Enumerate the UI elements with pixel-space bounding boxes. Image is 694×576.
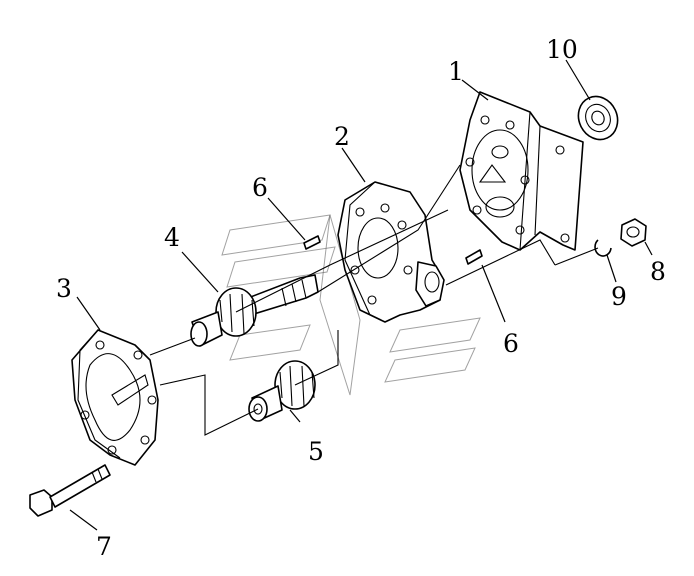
callout-6-lower: 6 [503,329,519,358]
callout-3: 3 [56,274,72,303]
leader-lines [69,59,653,531]
part-drive-gear [190,274,319,347]
part-dowel-pin-lower [465,249,483,265]
part-dowel-pin-upper [303,235,321,250]
assembly-guide-lines [149,164,599,436]
callout-10: 10 [546,35,578,64]
part-front-cover [71,329,159,466]
callout-labels: 1 2 3 4 5 6 6 7 8 9 10 [56,35,666,561]
callout-6-upper: 6 [252,173,268,202]
callout-1: 1 [448,57,464,86]
part-bolt [29,464,111,517]
callout-9: 9 [611,282,627,311]
part-pump-body [337,181,445,323]
part-snap-ring [594,239,612,257]
callout-8: 8 [650,257,666,286]
part-driven-gear [248,360,316,422]
callout-2: 2 [334,122,350,151]
callout-7: 7 [96,532,112,561]
part-bearing [577,95,619,141]
callout-4: 4 [164,223,180,252]
part-nut [620,218,647,247]
callout-5: 5 [308,437,324,466]
part-rear-cover [459,91,584,251]
